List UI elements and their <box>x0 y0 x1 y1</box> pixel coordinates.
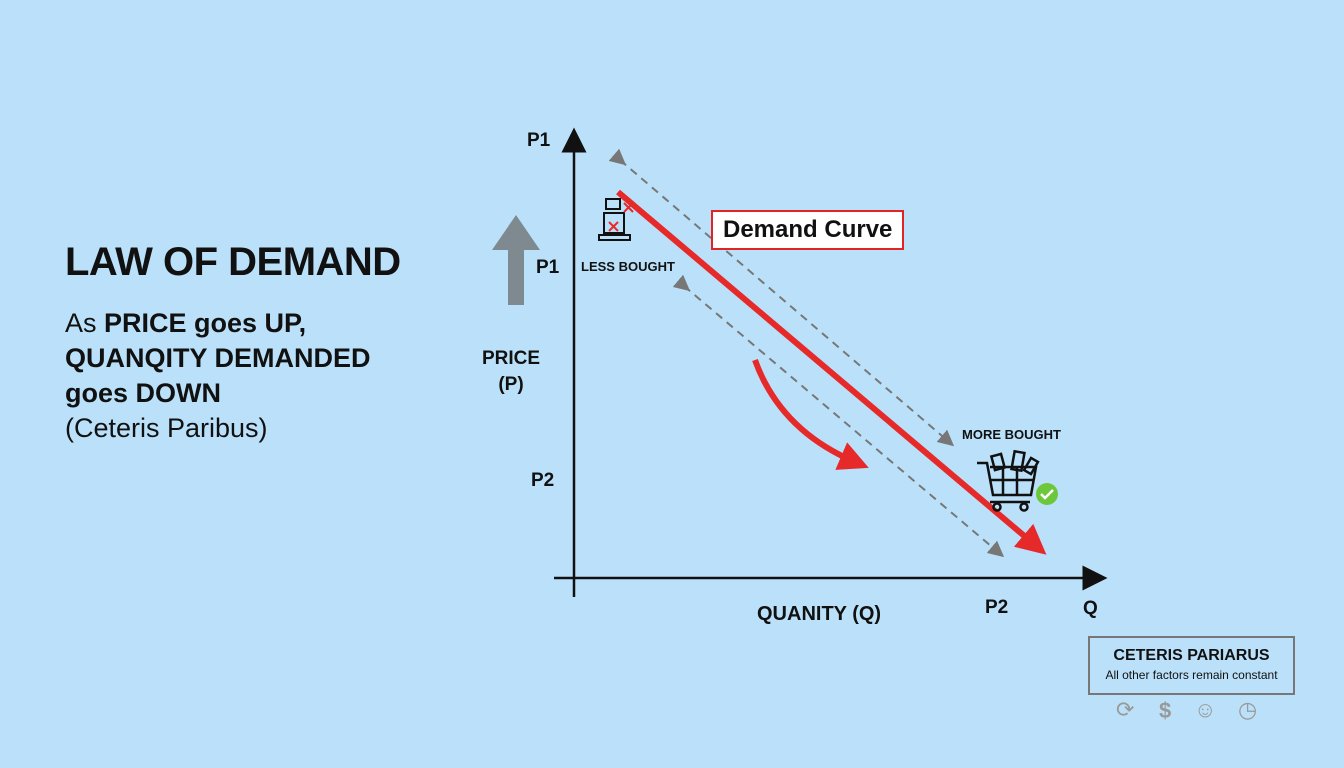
ceteris-box: CETERIS PARIARUS All other factors remai… <box>1088 636 1295 695</box>
less-bought-label: LESS BOUGHT <box>581 259 675 274</box>
ceteris-subtitle: All other factors remain constant <box>1105 668 1278 682</box>
dashed-guide-upper <box>608 148 955 447</box>
desc-l4: (Ceteris Paribus) <box>65 413 268 443</box>
more-bought-label: MORE BOUGHT <box>962 427 1061 442</box>
y-p2-label: P2 <box>531 470 555 491</box>
desc-l1-pre: As <box>65 308 105 338</box>
check-icon <box>1036 483 1058 505</box>
desc-l2: QUANQITY DEMANDED <box>65 343 371 373</box>
page-title: LAW OF DEMAND <box>65 240 401 284</box>
desc-l3: goes DOWN <box>65 378 222 408</box>
y-p1-label: P1 <box>536 257 560 278</box>
cycle-dollar-icon: ⟳ <box>1116 697 1135 722</box>
x-p2-label: P2 <box>985 597 1009 618</box>
smiley-icon: ☺ <box>1194 697 1217 722</box>
dashed-guide-lower <box>672 274 1005 558</box>
law-description: As PRICE goes UP, QUANQITY DEMANDED goes… <box>65 306 371 446</box>
shopping-cart-icon <box>977 449 1040 512</box>
curved-arrow <box>752 358 869 470</box>
up-arrow <box>492 215 540 305</box>
dollar-icon: $ <box>1159 698 1172 723</box>
demand-curve <box>616 189 1047 555</box>
bottle-icon <box>598 198 634 241</box>
y-label-2: (P) <box>498 374 524 395</box>
clock-icon: ◷ <box>1238 697 1258 722</box>
y-axis-label: PRICE (P) <box>476 346 546 398</box>
y-top-label: P1 <box>527 130 551 151</box>
x-end-label: Q <box>1083 598 1098 619</box>
ceteris-title: CETERIS PARIARUS <box>1113 647 1270 664</box>
x-axis-label: QUANITY (Q) <box>757 603 882 625</box>
y-label-1: PRICE <box>481 348 541 369</box>
demand-curve-label: Demand Curve <box>711 210 905 250</box>
desc-l1-bold: PRICE goes UP, <box>104 308 307 338</box>
